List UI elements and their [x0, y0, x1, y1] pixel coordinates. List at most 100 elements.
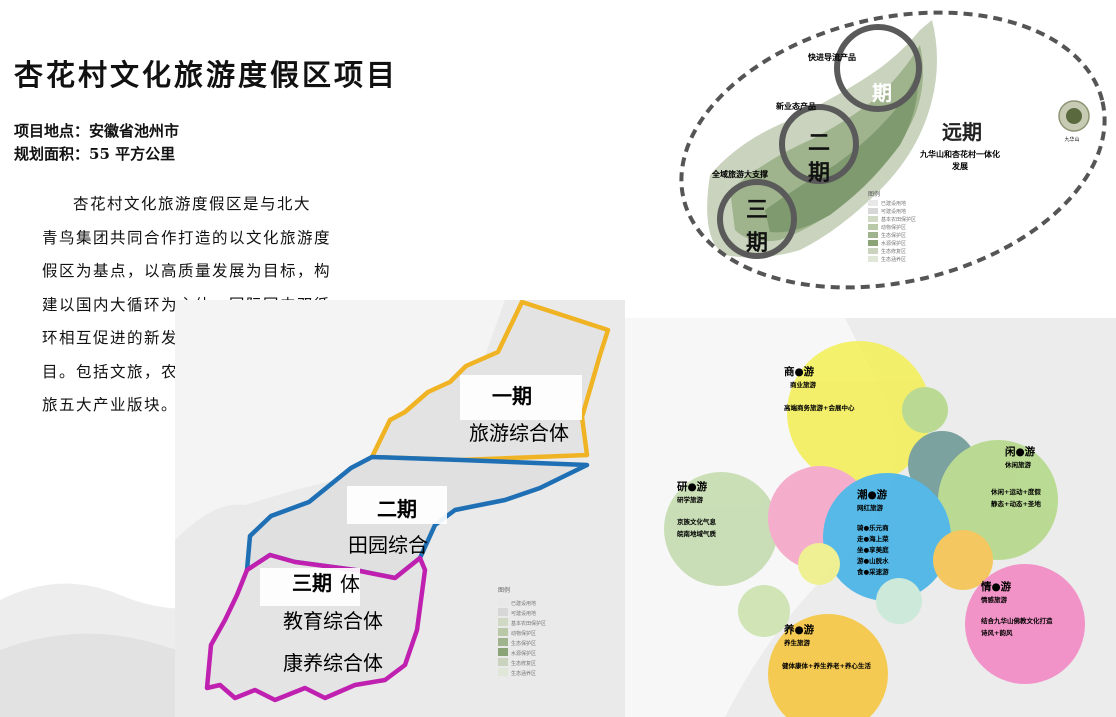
bubble-accent-light-green — [738, 585, 790, 637]
shang-subtitle: 商业旅游 — [790, 380, 817, 389]
xian-subtitle: 休闲旅游 — [1004, 460, 1032, 469]
zone-legend-swatch — [498, 598, 508, 606]
phase-3-line-health: 康养综合体 — [283, 651, 383, 675]
top-legend-swatch — [868, 200, 878, 206]
tourism-bubble-diagram: 商●游 商业旅游 高端商务旅游+会展中心 闲●游 休闲旅游 休闲+运动+度假 静… — [625, 318, 1116, 717]
top-legend-label: 基本农田保护区 — [881, 216, 916, 223]
zone-legend-label: 生态涵养区 — [511, 670, 536, 677]
bubble-accent-orange — [933, 530, 993, 590]
zone-legend-swatch — [498, 608, 508, 616]
project-location: 项目地点：安徽省池州市 — [14, 120, 179, 141]
chao-subtitle: 网红旅游 — [857, 503, 884, 512]
top-legend-swatch — [868, 232, 878, 238]
phase-3-char-bottom: 期 — [746, 230, 768, 256]
bubble-yan — [664, 472, 778, 586]
bubble-shang — [787, 341, 931, 485]
chao-title: 潮●游 — [857, 488, 888, 501]
note-new-product: 新业态产品 — [776, 101, 816, 111]
qing-desc-1: 结合九华山佛教文化打造 — [981, 616, 1053, 625]
zone-legend-swatch — [498, 618, 508, 626]
zone-legend-label: 可建设用地 — [511, 610, 536, 617]
top-legend-label: 可建设用地 — [881, 208, 906, 215]
bubble-accent-mint — [876, 578, 922, 624]
page-title: 杏花村文化旅游度假区项目 — [14, 58, 399, 92]
location-label: 项目地点： — [14, 122, 90, 140]
phase-2-ring — [779, 104, 859, 184]
top-legend-label: 已建设用地 — [881, 200, 906, 207]
top-legend-swatch — [868, 256, 878, 262]
top-legend-swatch — [868, 240, 878, 246]
chao-desc-line: 走●海上菜 — [856, 534, 889, 543]
shang-title: 商●游 — [784, 365, 815, 378]
zone-legend-label: 生态保护区 — [511, 640, 536, 647]
phase-1-label-box — [460, 375, 582, 420]
description-line: 青鸟集团共同合作打造的以文化旅游度 — [42, 228, 332, 247]
phase-2-char-bottom: 期 — [808, 160, 830, 186]
description-line: 杏花村文化旅游度假区是与北大 — [73, 195, 312, 213]
xian-desc-1: 休闲+运动+度假 — [990, 487, 1041, 496]
yang-desc: 健体康体+养生养老+养心生活 — [782, 661, 871, 670]
description-line: 假区为基点，以高质量发展为目标，构 — [42, 262, 332, 280]
location-value: 安徽省池州市 — [89, 122, 180, 140]
note-tourism-support: 全域旅游大支撑 — [711, 169, 768, 179]
phase-1-ring — [834, 24, 922, 112]
area-value: 55 平方公里 — [89, 145, 176, 163]
top-legend-swatch — [868, 208, 878, 214]
terrain-dense — [765, 70, 919, 233]
phase-1-title: 一期 — [492, 384, 532, 408]
xian-title: 闲●游 — [1005, 445, 1036, 458]
zone-legend-swatch — [498, 668, 508, 676]
phase-3-char-top: 三 — [746, 197, 768, 223]
zone-legend-swatch — [498, 638, 508, 646]
phase-3-label-box — [260, 568, 360, 606]
bubble-yang — [768, 614, 888, 717]
zone-legend-label: 生态修复区 — [511, 660, 536, 667]
yan-subtitle: 研学旅游 — [677, 495, 704, 504]
zone-legend-title: 图例 — [498, 586, 510, 594]
phase-2-char-top: 二 — [808, 130, 830, 156]
phase-overview-map: 一 期 二 期 三 期 快进导流产品 新业态产品 全域旅游大支撑 远期 九华山和… — [672, 8, 1112, 290]
shang-desc: 高端商务旅游+会展中心 — [784, 403, 855, 412]
top-map-legend: 图例 已建设用地可建设用地基本农田保护区动物保护区生态保护区水源保护区生态修复区… — [868, 190, 916, 263]
bubble-chao — [823, 473, 951, 601]
top-legend-label: 生态保护区 — [881, 232, 906, 239]
zone-legend-label: 水源保护区 — [511, 650, 536, 657]
chao-desc-line: 坐●享美庭 — [857, 545, 889, 554]
zone-legend-swatch — [498, 648, 508, 656]
top-legend-label: 水源保护区 — [881, 240, 906, 247]
jiuhua-label: 九华山 — [1064, 136, 1079, 143]
bubble-accent-green-small — [902, 387, 948, 433]
qing-desc-2: 诗风+韵风 — [981, 628, 1013, 637]
phase-2-subtitle: 田园综合 — [348, 533, 428, 557]
top-legend-swatch — [868, 224, 878, 230]
qing-title: 情●游 — [981, 580, 1012, 593]
zone-legend-label: 基本农田保护区 — [511, 620, 546, 627]
phase-3-title: 三期 — [292, 571, 332, 595]
phase-1-char-top: 一 — [872, 41, 892, 65]
zone-plan-map: 一期 旅游综合体 二期 田园综合 三期 体 教育综合体 康养综合体 图例 已建设… — [175, 300, 625, 717]
yan-desc-2: 皖南地域气质 — [677, 529, 717, 538]
jiuhua-poi-inner — [1066, 108, 1082, 124]
chao-desc-line: 食●采速游 — [856, 567, 889, 576]
phase-3-subtitle-tail: 体 — [340, 572, 360, 596]
zone-legend-swatch — [498, 628, 508, 636]
chao-desc-line: 骑●乐元商 — [857, 523, 889, 532]
top-legend-swatch — [868, 216, 878, 222]
yan-desc-1: 京族文化气息 — [677, 517, 717, 526]
phase-2-label-box — [347, 486, 447, 524]
top-legend-label: 生态修复区 — [881, 248, 906, 255]
qing-subtitle: 情感旅游 — [981, 595, 1008, 604]
area-label: 规划面积： — [14, 145, 90, 163]
top-legend-label: 动物保护区 — [881, 224, 906, 231]
yan-title: 研●游 — [677, 480, 708, 493]
yang-subtitle: 养生旅游 — [783, 638, 811, 647]
phase-2-title: 二期 — [377, 497, 417, 521]
bubble-qing — [965, 564, 1085, 684]
top-legend-title: 图例 — [868, 190, 880, 198]
description-line: 旅五大产业版块。 — [42, 396, 179, 414]
yang-title: 养●游 — [783, 623, 815, 636]
long-term-desc-1: 九华山和杏花村一体化 — [919, 149, 1000, 159]
phase-1-char-bottom: 期 — [872, 81, 892, 105]
project-area: 规划面积：55 平方公里 — [14, 143, 175, 164]
